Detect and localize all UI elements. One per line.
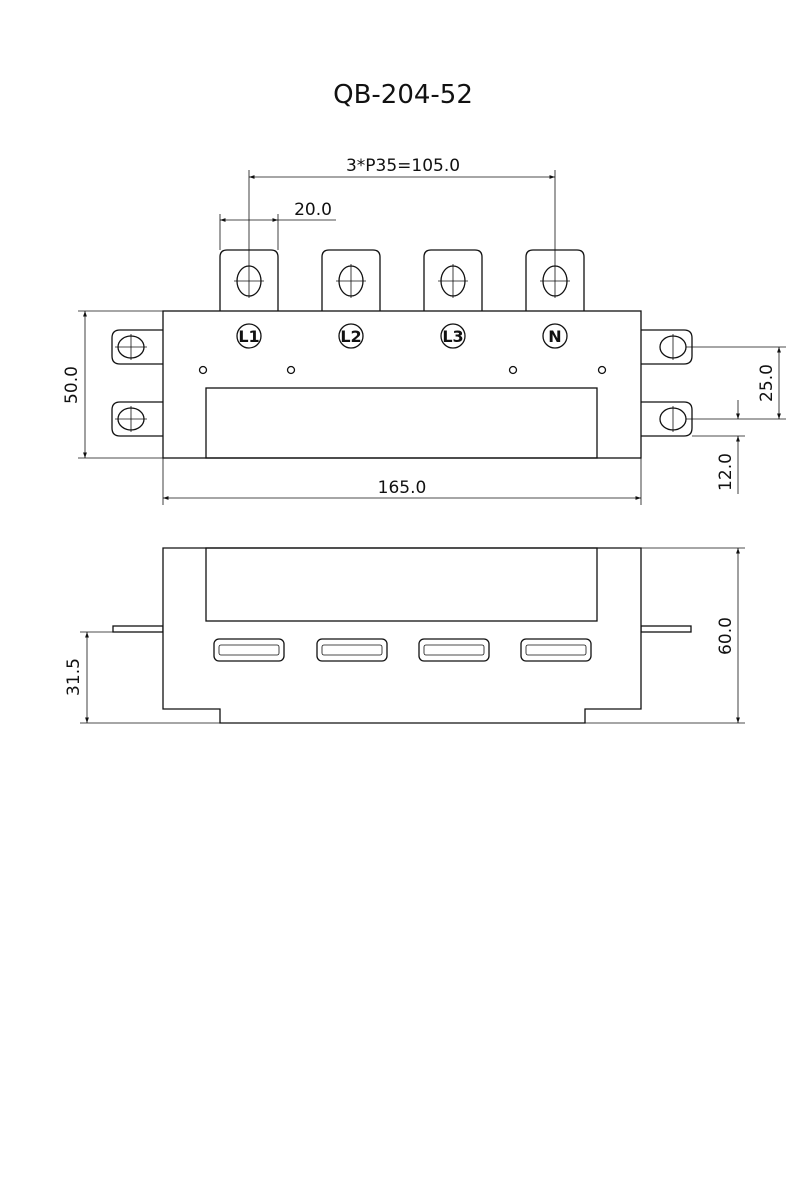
terminal-label-L1: L1 bbox=[236, 323, 262, 349]
side-mounting-tabs bbox=[111, 329, 693, 437]
terminal-slot bbox=[418, 638, 490, 662]
side-tab-right-upper bbox=[641, 329, 693, 365]
svg-text:12.0: 12.0 bbox=[716, 453, 736, 491]
terminal-label-L3: L3 bbox=[440, 323, 466, 349]
top-view: L1 L2 L3 N 3*P35=105.0 20.0 bbox=[62, 156, 786, 505]
terminal-hole-icon bbox=[336, 264, 366, 298]
svg-text:20.0: 20.0 bbox=[294, 200, 332, 220]
svg-text:N: N bbox=[548, 327, 561, 346]
dimension-total-height: 60.0 bbox=[585, 547, 745, 724]
dimension-tab-width: 20.0 bbox=[219, 200, 336, 250]
terminal-hole-icon bbox=[438, 264, 468, 298]
pin-hole bbox=[508, 365, 518, 375]
svg-text:L1: L1 bbox=[238, 327, 259, 346]
svg-text:50.0: 50.0 bbox=[62, 366, 82, 404]
module-body-front bbox=[162, 547, 642, 724]
pin-hole bbox=[597, 365, 607, 375]
label-window bbox=[205, 387, 598, 459]
terminal-slot bbox=[213, 638, 285, 662]
dimension-mount-height: 31.5 bbox=[64, 631, 220, 724]
svg-text:31.5: 31.5 bbox=[64, 658, 84, 696]
front-cover-window bbox=[205, 547, 598, 622]
pin-hole bbox=[198, 365, 208, 375]
dimension-height: 50.0 bbox=[62, 310, 163, 459]
front-flange-right bbox=[640, 625, 692, 633]
side-hole-icon bbox=[115, 406, 147, 432]
pin-hole bbox=[286, 365, 296, 375]
module-body-top bbox=[162, 310, 642, 459]
terminal-slot bbox=[316, 638, 388, 662]
side-hole-icon bbox=[115, 334, 147, 360]
front-flange-left bbox=[112, 625, 164, 633]
terminal-label-L2: L2 bbox=[338, 323, 364, 349]
svg-text:3*P35=105.0: 3*P35=105.0 bbox=[346, 156, 460, 176]
top-terminal-tabs bbox=[219, 249, 585, 311]
terminal-label-N: N bbox=[542, 323, 568, 349]
svg-text:L3: L3 bbox=[442, 327, 463, 346]
dimension-length: 165.0 bbox=[162, 458, 642, 505]
dimension-pitch: 3*P35=105.0 bbox=[248, 156, 556, 298]
svg-text:165.0: 165.0 bbox=[378, 478, 427, 498]
svg-text:60.0: 60.0 bbox=[716, 617, 736, 655]
side-tab-right-lower bbox=[641, 401, 693, 437]
terminal-slot bbox=[520, 638, 592, 662]
dimension-side-offset: 12.0 bbox=[692, 400, 745, 494]
front-view: 60.0 31.5 bbox=[64, 547, 745, 724]
drawing-title: QB-204-52 bbox=[333, 80, 473, 110]
dimension-side-pitch: 25.0 bbox=[686, 346, 786, 420]
svg-text:25.0: 25.0 bbox=[757, 364, 777, 402]
svg-text:L2: L2 bbox=[340, 327, 361, 346]
